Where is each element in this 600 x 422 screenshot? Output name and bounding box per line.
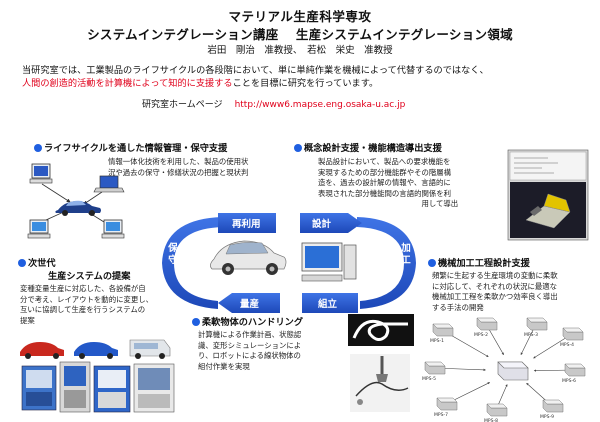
computer-icon [29, 163, 53, 184]
mps-label: MPS-8 [484, 418, 498, 422]
mps-label: MPS-7 [434, 412, 448, 418]
mps-block: MPS-8 [484, 403, 508, 422]
mps-block: MPS-1 [430, 323, 454, 344]
car-icon [20, 342, 64, 359]
cycle-label-machining: 加工 [401, 243, 411, 266]
bullet-icon [294, 143, 302, 152]
section-nextgen-subtitle: 生産システムの提案 [48, 271, 131, 282]
mps-block: MPS-7 [434, 397, 458, 418]
cycle-label-assembly: 組立 [318, 299, 338, 310]
intro-highlight: 人間の創造的活動を計算機によって知的に支援する [22, 78, 233, 89]
computer-icon [101, 219, 125, 239]
car-icon [74, 342, 118, 359]
intro-line-2-rest: ことを目標に研究を行っています。 [232, 78, 379, 89]
mps-block: MPS-9 [540, 399, 564, 420]
mps-block: MPS-6 [562, 363, 586, 384]
computer-icon [27, 219, 51, 239]
mps-block: MPS-3 [524, 317, 548, 338]
car-icon [55, 200, 101, 216]
flexible-object-illustration [348, 314, 414, 412]
homepage-label: 研究室ホームページ [142, 100, 223, 110]
mps-label: MPS-5 [422, 376, 436, 382]
section-concept-title: 概念設計支援・機能構造導出支援 [294, 140, 442, 154]
mps-block: MPS-5 [422, 361, 446, 382]
cycle-label-maintenance: 保守 [168, 243, 178, 266]
lifecycle-network-illustration [27, 163, 125, 239]
mps-label: MPS-2 [474, 332, 488, 338]
section-machining-body: 頻繁に生起する生産環境の変動に柔軟 に対応して、それぞれの状況に最適な 機械加工… [432, 271, 558, 312]
section-flexible-title: 柔軟物体のハンドリング [192, 314, 303, 328]
mps-block: MPS-2 [474, 317, 498, 338]
section-nextgen-body: 変種変量生産に対応した、各設備が自 分で考え、レイアウトを動的に変更し、 互いに… [20, 284, 154, 325]
machine-tool-icon [133, 363, 175, 413]
cycle-label-reuse: 再利用 [232, 219, 261, 230]
machine-tool-icon [21, 365, 57, 411]
mps-label: MPS-3 [524, 332, 538, 338]
mps-label: MPS-1 [430, 338, 444, 344]
robot-gripper-icon [376, 374, 388, 382]
cycle-label-mass-production: 量産 [240, 299, 260, 310]
lifecycle-cycle-diagram [162, 213, 416, 313]
computer-icon [301, 242, 357, 282]
intro-line-2: 人間の創造的活動を計算機によって知的に支援することを目標に研究を行っています。 [22, 75, 378, 89]
section-flexible-body: 計算機による作業計画、状態認 識、変形シミュレーションによ り、ロボットによる線… [198, 330, 302, 371]
car-icon [210, 240, 287, 275]
mps-label: MPS-4 [560, 342, 574, 348]
machine-tool-icon [93, 365, 131, 413]
cad-screenshot-illustration [507, 149, 589, 241]
intro-line-1: 当研究室では、工業製品のライフサイクルの各段階において、単に単純作業を機械によっ… [22, 65, 489, 76]
van-icon [129, 339, 171, 359]
homepage-url[interactable]: http://www6.mapse.eng.osaka-u.ac.jp [234, 100, 406, 110]
bullet-icon [34, 143, 42, 152]
section-concept-body: 製品設計において、製品への要求機能を 実現するための部分機能群やその階層構 造を… [318, 157, 459, 209]
laptop-icon [93, 175, 125, 193]
section-nextgen-title: 次世代 [18, 255, 56, 269]
mps-label: MPS-6 [562, 378, 576, 384]
mps-label: MPS-9 [540, 414, 554, 420]
section-machining-title: 機械加工工程設計支援 [428, 255, 530, 269]
section-lifecycle-title: ライフサイクルを通した情報管理・保守支援 [34, 140, 227, 154]
page-subtitle: システムインテグレーション講座 生産システムインテグレーション領域 [87, 27, 513, 42]
bullet-icon [428, 258, 436, 267]
mps-center-block [497, 361, 529, 381]
bullet-icon [18, 258, 26, 267]
bullet-icon [192, 317, 200, 326]
page-title: マテリアル生産科学専攻 [228, 9, 372, 24]
wire-loop-icon [352, 319, 408, 341]
production-system-illustration [20, 339, 175, 413]
authors: 岩田 剛治 准教授、 若松 栄史 准教授 [207, 45, 393, 56]
cycle-label-design: 設計 [312, 219, 332, 230]
homepage: 研究室ホームページ http://www6.mapse.eng.osaka-u.a… [142, 97, 405, 110]
machine-tool-icon [59, 361, 91, 413]
mps-block: MPS-4 [560, 327, 584, 348]
